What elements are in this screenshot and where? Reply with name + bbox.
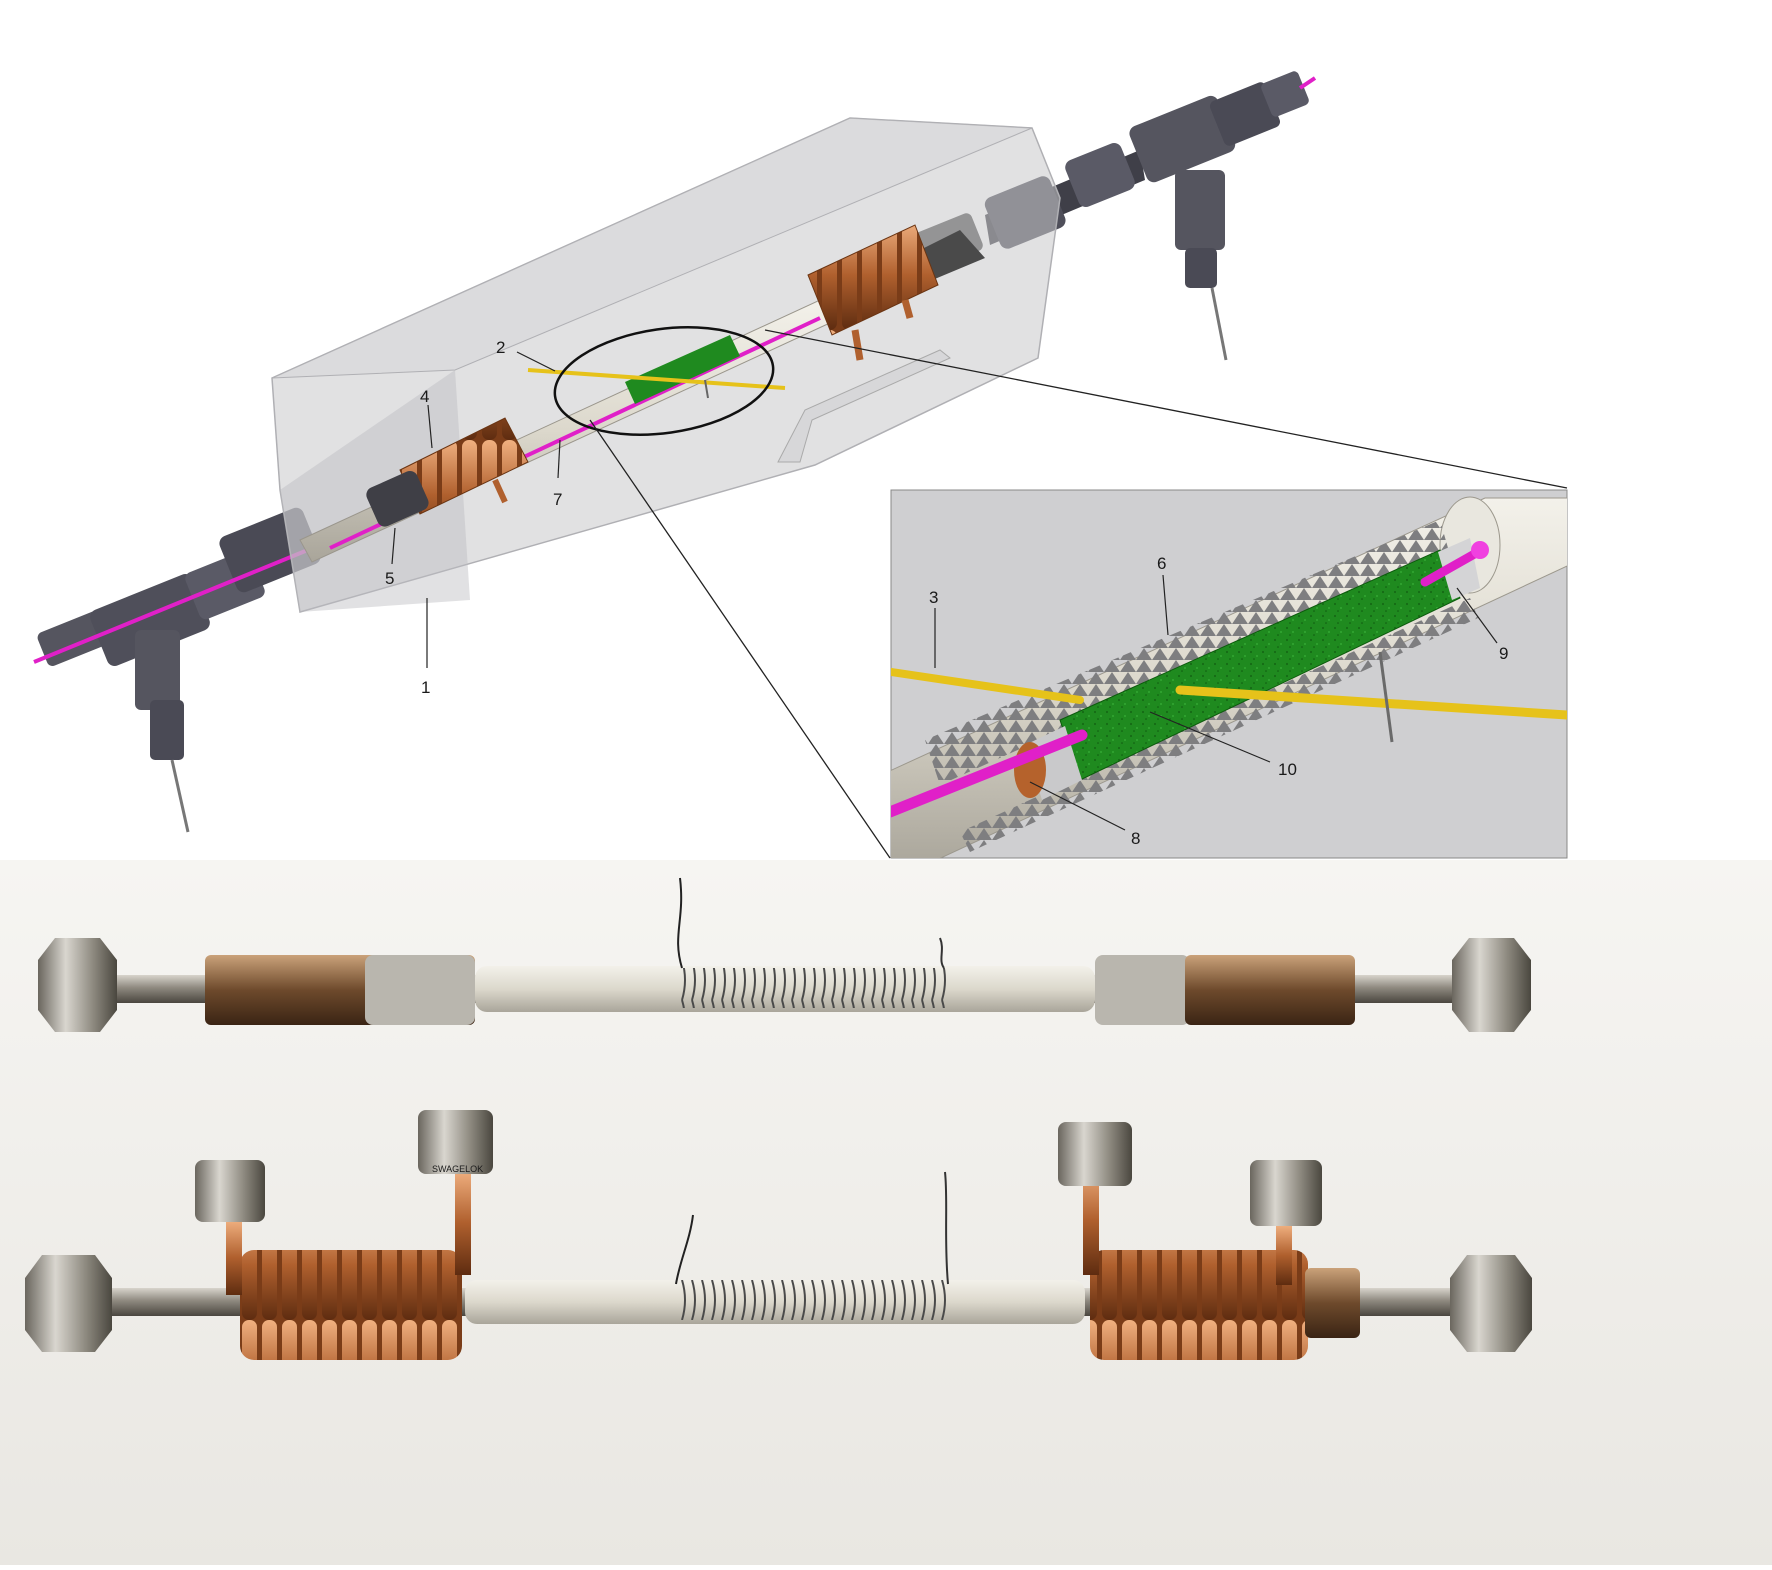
hex-nut-upper-left <box>38 938 117 1032</box>
zoom-line-lower <box>589 419 891 859</box>
copper-coil-right <box>807 224 939 361</box>
callout-3: 3 <box>929 588 938 607</box>
catalyst-bed-small <box>527 335 786 404</box>
inset-leaders <box>934 574 1498 831</box>
reactor-photo-upper <box>38 877 1531 1032</box>
callout-labels-main: 1 2 4 5 7 <box>385 338 562 697</box>
hex-nut-lower-left <box>25 1255 112 1352</box>
copper-cooler-left <box>240 1250 462 1360</box>
callout-1: 1 <box>421 678 430 697</box>
copper-cooler-right <box>1090 1250 1308 1360</box>
hex-nut-upper-right <box>1452 938 1531 1032</box>
callout-10: 10 <box>1278 760 1297 779</box>
copper-coil-left <box>366 417 529 527</box>
cad-model: 1 2 4 5 7 <box>33 71 1568 859</box>
zoom-line-upper <box>764 329 1568 489</box>
callout-8: 8 <box>1131 829 1140 848</box>
thermocouple-wire <box>891 668 1084 704</box>
callout-4: 4 <box>420 387 429 406</box>
left-fitting-assembly <box>33 507 321 833</box>
swagelok-nut-4 <box>1250 1160 1322 1226</box>
magnification-ellipse <box>553 326 775 436</box>
callout-5: 5 <box>385 569 394 588</box>
fitting-marking: SWAGELOK <box>432 1164 483 1174</box>
zoom-inset: 3 6 8 9 10 <box>890 489 1568 859</box>
reactor-photo-lower: SWAGELOK <box>25 1110 1532 1360</box>
callout-labels-inset: 3 6 8 9 10 <box>929 554 1508 848</box>
callout-7: 7 <box>553 490 562 509</box>
swagelok-nut-2 <box>418 1110 493 1174</box>
hex-nut-lower-right <box>1450 1255 1532 1352</box>
swagelok-nut-3 <box>1058 1122 1132 1186</box>
callout-2: 2 <box>496 338 505 357</box>
swagelok-nut-1 <box>195 1160 265 1222</box>
photograph: SWAGELOK <box>0 860 1772 1565</box>
callout-9: 9 <box>1499 644 1508 663</box>
callout-leaders <box>391 351 561 668</box>
callout-6: 6 <box>1157 554 1166 573</box>
